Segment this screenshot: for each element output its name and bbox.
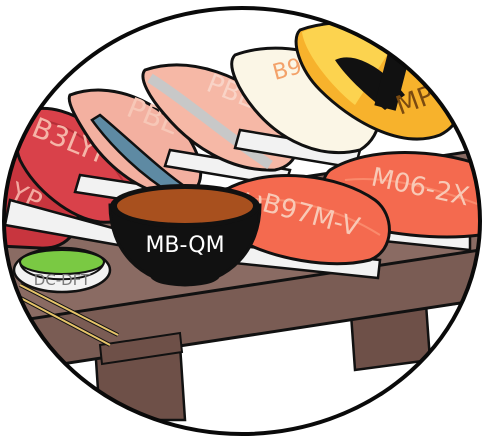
chopsticks-icon — [14, 283, 119, 347]
sushi-wb97m-v: ωB97M-V — [217, 174, 391, 280]
label-mb-qm: MB-QM — [145, 233, 224, 258]
circle-frame — [2, 6, 482, 436]
wasabi-dish-icon: DC-DFT — [12, 246, 112, 294]
label-dc-dft: DC-DFT — [34, 271, 91, 289]
soy-sauce-bowl-icon: MB-QM — [108, 184, 262, 287]
